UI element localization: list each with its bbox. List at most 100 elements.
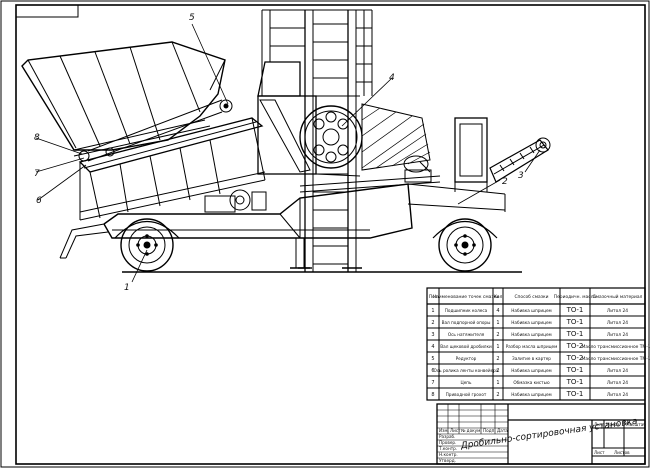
crusher-screening-plant-drawing bbox=[21, 9, 551, 273]
table-cell: 2 bbox=[496, 368, 499, 374]
table-cell: ТО-1 bbox=[566, 390, 584, 398]
title-block-header-labels: Изм. Лист № докум. Подп. Дата bbox=[439, 428, 508, 433]
table-cell: Масло трансмиссионное ТМ-15 bbox=[582, 356, 650, 362]
tb-lit: Лит. bbox=[594, 422, 604, 427]
crusher-motor bbox=[403, 155, 432, 183]
table-cell: Набивка шприцем bbox=[511, 308, 551, 313]
tb-norm-control: Н.контр. bbox=[439, 452, 458, 457]
title-block-right-labels: Лит. Масса Масштаб Лист Листов bbox=[594, 422, 646, 455]
table-cell: Ось ролика ленты конвейера bbox=[434, 368, 499, 373]
lubrication-table: Поз Наименование точек смазки Кол Способ… bbox=[426, 287, 650, 401]
table-cell: Литол 24 bbox=[607, 380, 628, 386]
callout-3: 3 bbox=[518, 171, 524, 181]
table-cell: 5 bbox=[431, 356, 434, 362]
tb-sheet: Лист bbox=[594, 450, 605, 455]
table-cell: 4 bbox=[431, 344, 434, 350]
drive-motor bbox=[204, 189, 267, 213]
header-point: Наименование точек смазки bbox=[433, 294, 500, 300]
tow-bar bbox=[59, 223, 109, 259]
table-cell: Разбор масла шприцем bbox=[506, 344, 558, 349]
callout-4: 4 bbox=[389, 73, 395, 83]
table-cell: 1 bbox=[496, 344, 499, 350]
top-left-stamp-box bbox=[15, 4, 79, 18]
header-period: Периодичн. масла bbox=[554, 294, 597, 300]
table-cell: ТО-2 bbox=[566, 354, 584, 362]
table-cell: Цепь bbox=[460, 380, 472, 385]
tb-approved: Утверд. bbox=[439, 458, 456, 463]
table-cell: Вал подпорной опоры bbox=[442, 320, 491, 325]
table-header-row: Поз Наименование точек смазки Кол Способ… bbox=[429, 293, 643, 300]
tb-tech-control: Т.контр. bbox=[438, 446, 457, 451]
drawing-frame bbox=[15, 4, 646, 465]
tb-sheets: Листов bbox=[614, 450, 630, 455]
tb-header-date: Дата bbox=[497, 428, 508, 433]
table-cell: ТО-2 bbox=[566, 342, 584, 350]
table-cell: Литол 24 bbox=[607, 392, 628, 398]
callout-6: 6 bbox=[36, 196, 42, 206]
table-cell: Подшипник колеса bbox=[445, 308, 488, 313]
callout-8: 8 bbox=[34, 133, 40, 143]
table-cell: Набивка шприцем bbox=[511, 368, 551, 373]
tb-mass: Масса bbox=[606, 422, 620, 427]
title-block-left-labels: Разраб. Провер. Т.контр. Н.контр. Утверд… bbox=[438, 434, 458, 463]
header-pos: Поз bbox=[429, 294, 438, 300]
rear-wheel bbox=[432, 218, 498, 272]
callout-7: 7 bbox=[34, 169, 40, 179]
table-cell: Набивка шприцем bbox=[511, 320, 551, 325]
table-cell: 6 bbox=[431, 368, 434, 374]
callout-2: 2 bbox=[502, 177, 508, 187]
under-crusher-conveyor bbox=[299, 175, 441, 193]
control-cabinet bbox=[454, 117, 488, 192]
table-row: 7 Цепь 1 Обмазка кистью ТО-1 Литол 24 bbox=[431, 378, 628, 386]
table-cell: 7 bbox=[431, 380, 434, 386]
callout-leaders bbox=[35, 23, 541, 283]
table-cell: ТО-1 bbox=[566, 318, 584, 326]
table-cell: Ось натяжителя bbox=[448, 332, 485, 337]
table-cell: 1 bbox=[496, 380, 499, 386]
service-ladder bbox=[298, 9, 362, 272]
table-cell: Литол 24 bbox=[607, 368, 628, 374]
table-cell: Литол 24 bbox=[607, 332, 628, 338]
table-cell: ТО-1 bbox=[566, 306, 584, 314]
tb-scale: Масштаб bbox=[626, 422, 646, 427]
callout-5: 5 bbox=[189, 13, 195, 23]
front-wheel bbox=[114, 218, 180, 272]
table-cell: 2 bbox=[496, 356, 499, 362]
table-cell: Набивка шприцем bbox=[511, 332, 551, 337]
table-cell: Редуктор bbox=[456, 356, 477, 361]
tb-developed: Разраб. bbox=[439, 434, 455, 439]
table-cell: ТО-1 bbox=[566, 366, 584, 374]
crusher-cover-hatching bbox=[361, 103, 431, 171]
callout-labels: 1 2 3 4 5 6 7 8 bbox=[34, 13, 524, 293]
table-cell: ТО-1 bbox=[566, 330, 584, 338]
table-cell: Набивка шприцем bbox=[511, 392, 551, 397]
vibrating-screen bbox=[78, 117, 266, 221]
table-cell: Литол 24 bbox=[607, 308, 628, 314]
tb-checked: Провер. bbox=[439, 440, 456, 445]
tb-header-sign: Подп. bbox=[483, 428, 496, 433]
operator-platform bbox=[261, 9, 373, 96]
table-row: 4 Вал щековой дробилки 1 Разбор масла шприц… bbox=[431, 342, 650, 350]
table-cell: Залитие в картер bbox=[512, 356, 551, 361]
screen-chain-drive bbox=[78, 99, 233, 162]
table-cell: 2 bbox=[496, 392, 499, 398]
table-cell: Обмазка кистью bbox=[513, 380, 550, 385]
table-cell: Приводной грохот bbox=[446, 392, 487, 397]
table-cell: Масло трансмиссионное ТМ-15 bbox=[582, 344, 650, 350]
tb-header-doc: № докум. bbox=[461, 428, 482, 433]
table-cell: 3 bbox=[431, 332, 434, 338]
header-method: Способ смазки bbox=[514, 293, 548, 300]
tb-header-izm: Изм. bbox=[439, 428, 449, 433]
table-cell: ТО-1 bbox=[566, 378, 584, 386]
table-cell: 2 bbox=[496, 332, 499, 338]
table-row: 3 Ось натяжителя 2 Набивка шприцем ТО-1 Литол… bbox=[431, 330, 628, 338]
header-count: Кол bbox=[494, 294, 503, 300]
table-cell: 1 bbox=[496, 320, 499, 326]
table-cell: 8 bbox=[431, 392, 434, 398]
table-cell: Вал щековой дробилки bbox=[440, 344, 492, 349]
